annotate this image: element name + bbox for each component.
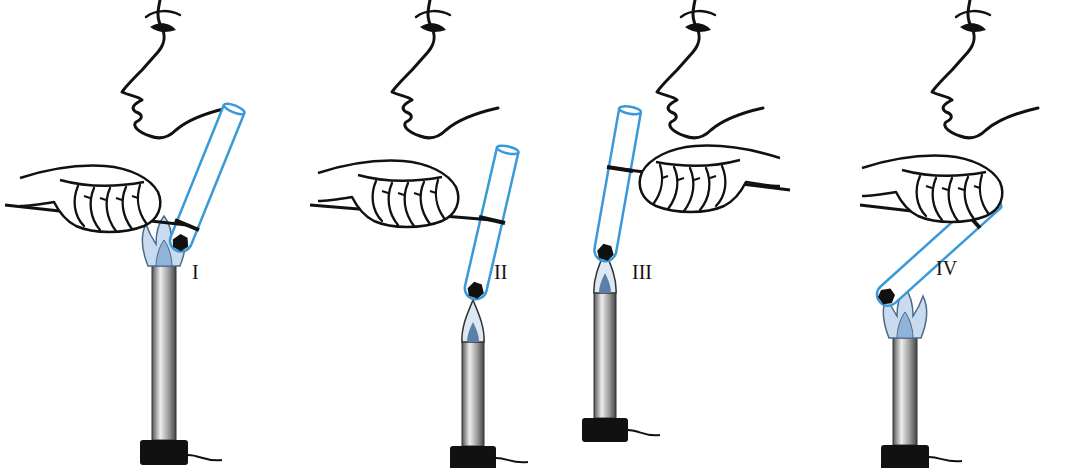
panel-label: II [494, 262, 507, 282]
panel-label: IV [936, 258, 957, 278]
burner-tube [152, 262, 176, 440]
burner-base [582, 418, 628, 442]
test-tube [593, 105, 642, 263]
holder-clamp [175, 220, 199, 230]
face-profile [657, 0, 763, 138]
gas-hose [496, 458, 528, 462]
burner-tube [893, 335, 917, 445]
burner-tube [462, 340, 484, 446]
panel-one [5, 0, 246, 465]
burner-tube [594, 292, 616, 418]
panel-three [582, 0, 790, 442]
panel-label: I [192, 262, 199, 282]
panel-label: III [632, 262, 652, 282]
gas-hose [628, 430, 660, 435]
face-profile [392, 0, 498, 138]
burner-base [450, 446, 496, 468]
face-profile [122, 0, 228, 138]
panel-two [310, 0, 528, 468]
test-tube [463, 144, 520, 301]
holder-clamp [607, 167, 633, 171]
hand [640, 146, 780, 212]
hand [318, 161, 458, 227]
flame [462, 300, 484, 342]
burner-base [140, 440, 188, 465]
hand [862, 156, 1002, 222]
holder-clamp [479, 217, 505, 223]
gas-hose [188, 455, 222, 460]
hand [20, 166, 160, 232]
panel-four [860, 0, 1038, 468]
gas-hose [929, 457, 962, 461]
test-tube [167, 102, 246, 255]
face-profile [932, 0, 1038, 138]
burner-base [881, 445, 929, 468]
